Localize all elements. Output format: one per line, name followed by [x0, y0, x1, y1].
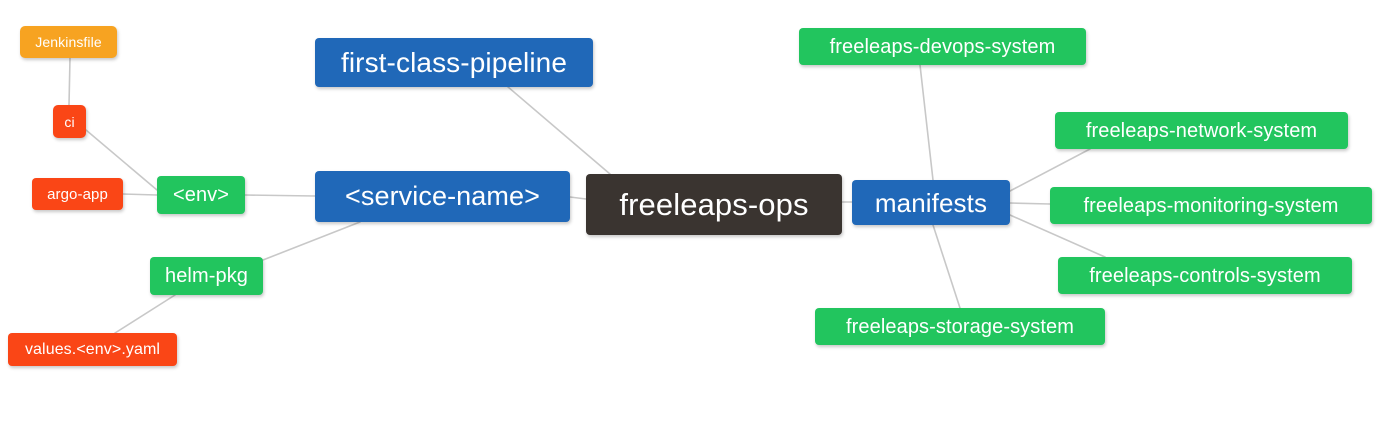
node-label-service-name: <service-name>: [345, 181, 540, 211]
node-label-first-class-pipeline: first-class-pipeline: [340, 46, 568, 78]
node-jenkinsfile[interactable]: Jenkinsfile: [20, 26, 117, 58]
edge-argo-app-to-env: [122, 193, 158, 196]
node-label-values-yaml: values.<env>.yaml: [24, 340, 161, 358]
node-label-helm-pkg: helm-pkg: [164, 265, 249, 287]
node-freeleaps-monitoring-system[interactable]: freeleaps-monitoring-system: [1050, 187, 1372, 224]
node-label-freeleaps-ops: freeleaps-ops: [619, 187, 809, 222]
node-values-yaml[interactable]: values.<env>.yaml: [8, 333, 177, 366]
node-label-manifests: manifests: [874, 187, 988, 218]
node-label-argo-app: argo-app: [47, 185, 108, 203]
node-ci[interactable]: ci: [53, 105, 86, 138]
edge-helm-pkg-to-values-yaml: [114, 294, 176, 334]
node-env[interactable]: <env>: [157, 176, 245, 214]
node-freeleaps-ops[interactable]: freeleaps-ops: [586, 174, 842, 235]
edge-jenkinsfile-to-ci: [68, 57, 71, 106]
node-label-freeleaps-devops-system: freeleaps-devops-system: [829, 35, 1056, 58]
node-label-env: <env>: [172, 184, 230, 206]
edge-manifests-to-freeleaps-monitoring-system: [1009, 202, 1051, 205]
node-label-freeleaps-storage-system: freeleaps-storage-system: [845, 315, 1075, 338]
edge-manifests-to-freeleaps-network-system: [1009, 148, 1091, 192]
edge-service-name-to-freeleaps-ops: [569, 196, 587, 200]
edge-first-class-pipeline-to-freeleaps-ops: [507, 86, 611, 175]
edge-freeleaps-devops-system-to-manifests: [919, 64, 934, 181]
node-manifests[interactable]: manifests: [852, 180, 1010, 225]
node-label-freeleaps-network-system: freeleaps-network-system: [1085, 119, 1318, 142]
node-freeleaps-storage-system[interactable]: freeleaps-storage-system: [815, 308, 1105, 345]
node-freeleaps-network-system[interactable]: freeleaps-network-system: [1055, 112, 1348, 149]
node-label-ci: ci: [64, 113, 75, 130]
node-label-freeleaps-controls-system: freeleaps-controls-system: [1089, 264, 1321, 287]
node-helm-pkg[interactable]: helm-pkg: [150, 257, 263, 295]
node-label-jenkinsfile: Jenkinsfile: [35, 34, 102, 50]
node-first-class-pipeline[interactable]: first-class-pipeline: [315, 38, 593, 87]
node-service-name[interactable]: <service-name>: [315, 171, 570, 222]
node-freeleaps-controls-system[interactable]: freeleaps-controls-system: [1058, 257, 1352, 294]
edge-manifests-to-freeleaps-storage-system: [932, 224, 961, 309]
edge-service-name-to-helm-pkg: [262, 221, 361, 261]
edge-env-to-service-name: [244, 194, 316, 197]
node-argo-app[interactable]: argo-app: [32, 178, 123, 210]
node-freeleaps-devops-system[interactable]: freeleaps-devops-system: [799, 28, 1086, 65]
node-label-freeleaps-monitoring-system: freeleaps-monitoring-system: [1083, 194, 1339, 217]
